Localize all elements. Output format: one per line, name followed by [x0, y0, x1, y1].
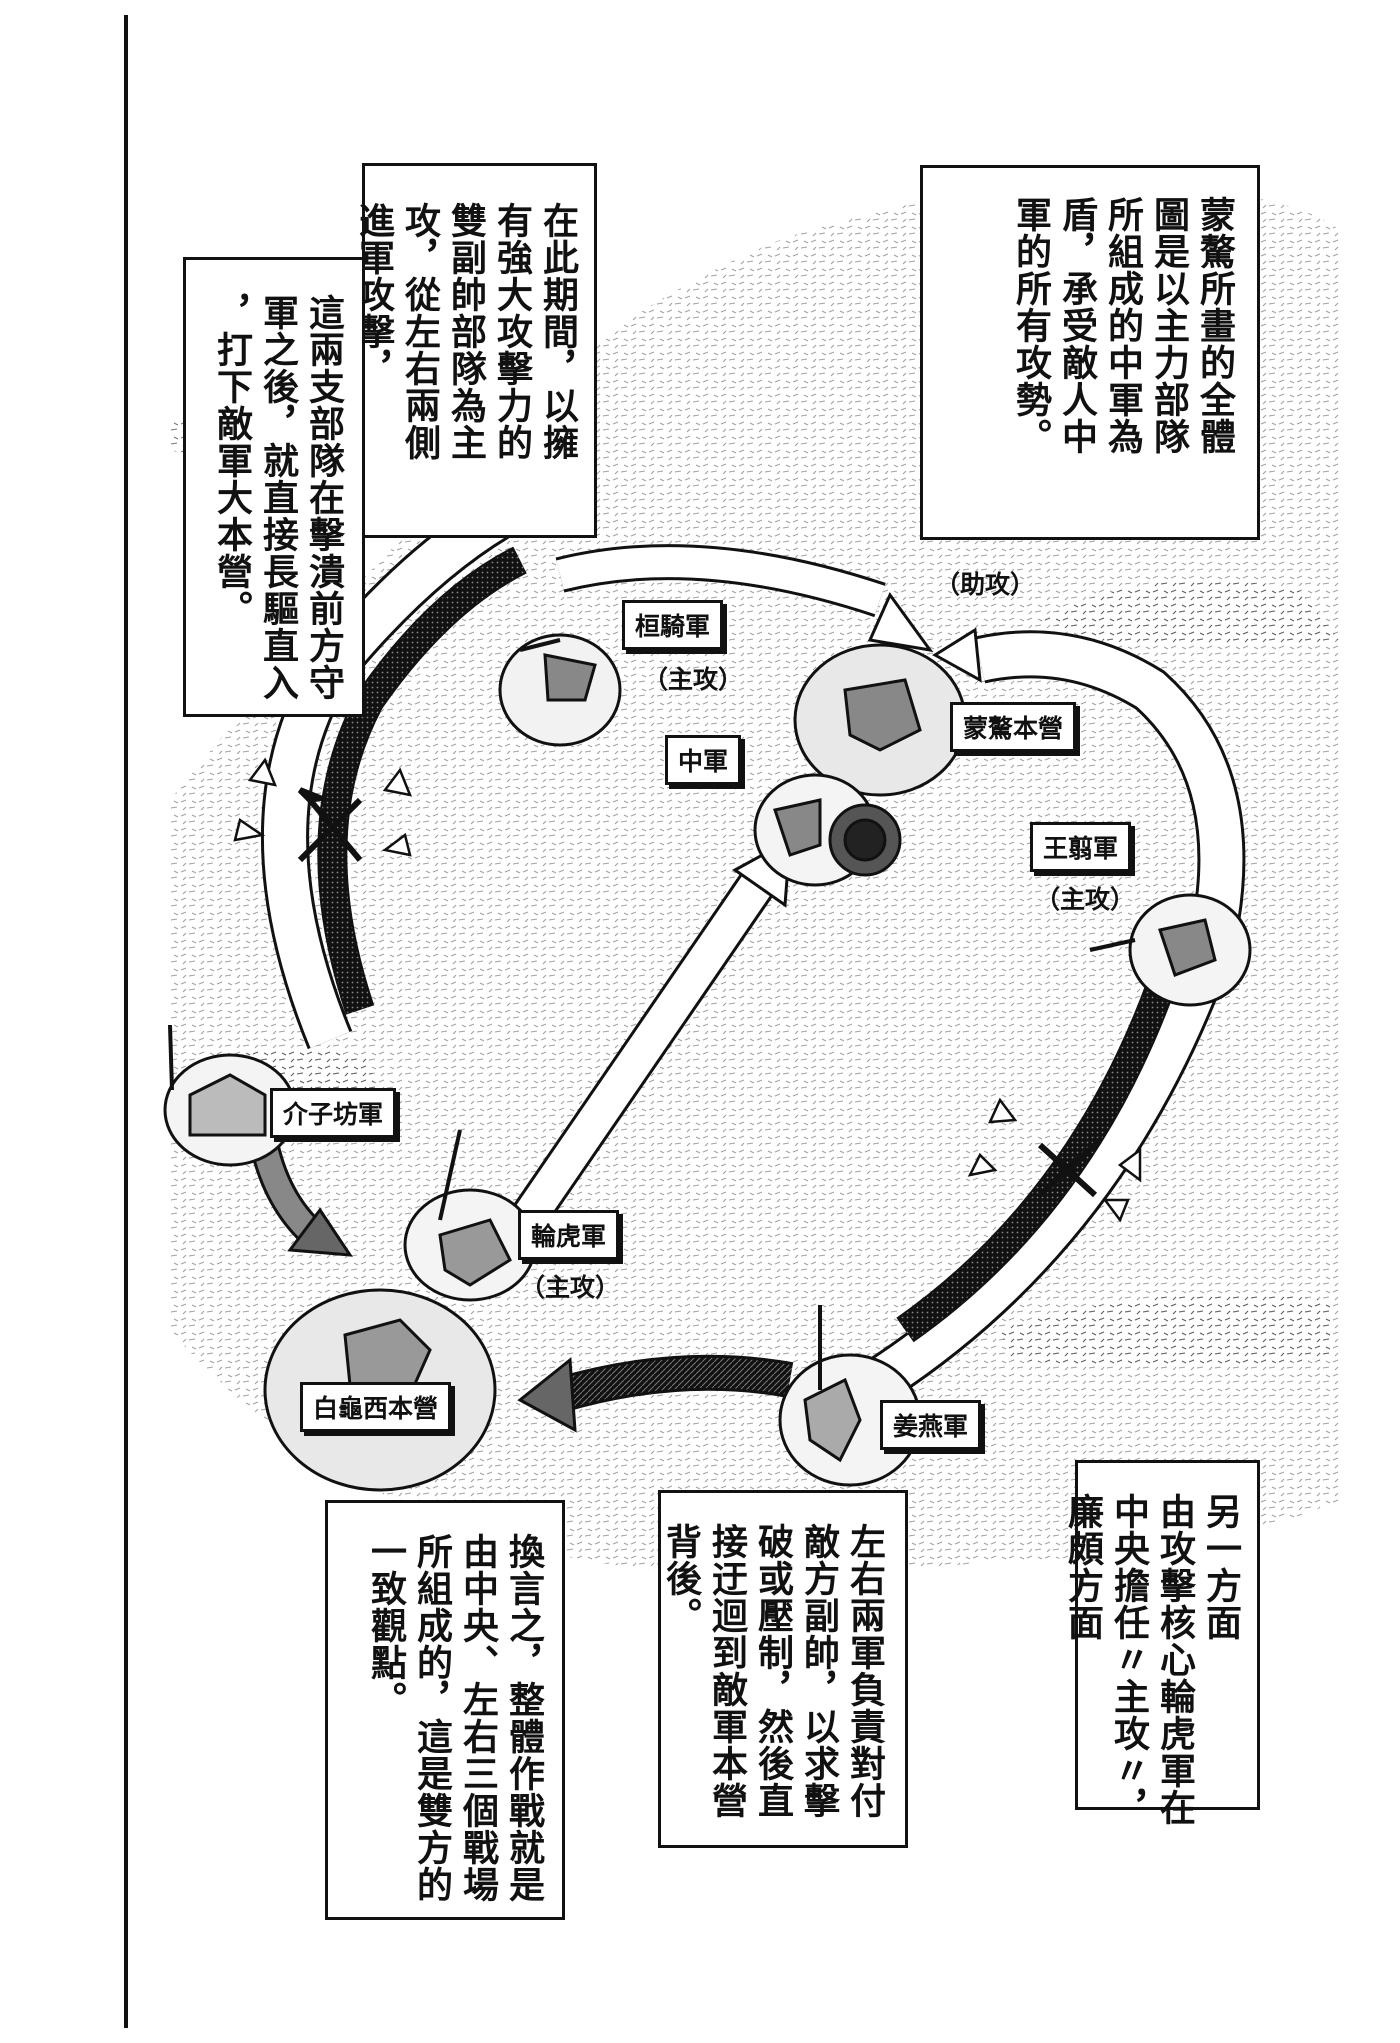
label-mengao-hq: 蒙驁本營 [950, 702, 1077, 752]
label-wangjian-army: 王翦軍 [1030, 822, 1132, 872]
narration-bottom-middle-text: 左右兩軍負責對付 敵方副帥，以求擊 破或壓制，然後直 接迂迴到敵軍本營 背後。 [660, 1523, 885, 1819]
narration-box-top-left-a: 在此期間，以擁 有強大攻擊力的 雙副帥部隊為主 攻，從左右兩側 進軍攻擊， [353, 163, 597, 538]
unit-markers [163, 633, 1252, 1492]
label-baiguixi-hq: 白龜西本營 [300, 1382, 452, 1432]
clash-spikes [233, 757, 1142, 1223]
label-jiangyan-army: 姜燕軍 [880, 1400, 982, 1450]
bottom-return-arrow [517, 1354, 794, 1433]
narration-box-top-left-b: 這兩支部隊在擊潰前方守 軍之後，就直接長驅直入 ，打下敵軍大本營。 [183, 257, 365, 717]
note-wangjian-role: （主攻） [1035, 885, 1136, 914]
narration-bottom-left-text: 換言之，整體作戰就是 由中央、左右三個戰場 所組成的，這是雙方的 一致觀點。 [365, 1533, 544, 1903]
narration-bottom-right-text: 另一方面 由攻擊核心輪虎軍在 中央擔任〃主攻〃， 廉頗方面 [1062, 1493, 1241, 1826]
crossed-spears-icon [297, 787, 1103, 1198]
narration-top-left-a-text: 在此期間，以擁 有強大攻擊力的 雙副帥部隊為主 攻，從左右兩側 進軍攻擊， [353, 202, 578, 461]
label-linhu-army: 輪虎軍 [518, 1210, 620, 1260]
note-assist-attack: （助攻） [935, 570, 1036, 599]
label-central-army: 中軍 [665, 735, 742, 785]
narration-box-bottom-left: 換言之，整體作戰就是 由中央、左右三個戰場 所組成的，這是雙方的 一致觀點。 [325, 1500, 565, 1920]
narration-box-bottom-middle: 左右兩軍負責對付 敵方副帥，以求擊 破或壓制，然後直 接迂迴到敵軍本營 背後。 [658, 1490, 908, 1848]
note-linhu-role: （主攻） [520, 1273, 621, 1302]
note-huanqi-role: （主攻） [643, 665, 744, 694]
narration-top-left-b-text: 這兩支部隊在擊潰前方守 軍之後，就直接長驅直入 ，打下敵軍大本營。 [211, 294, 344, 701]
label-jiezifang-army: 介子坊軍 [270, 1088, 397, 1138]
narration-top-right-text: 蒙驁所畫的全體 圖是以主力部隊 所組成的中軍為 盾，承受敵人中 軍的所有攻勢。 [1010, 196, 1235, 455]
spear-icons [168, 638, 1136, 1390]
label-huanqi-army: 桓騎軍 [622, 600, 724, 650]
narration-box-bottom-right: 另一方面 由攻擊核心輪虎軍在 中央擔任〃主攻〃， 廉頗方面 [1062, 1460, 1260, 1826]
narration-box-top-right: 蒙驁所畫的全體 圖是以主力部隊 所組成的中軍為 盾，承受敵人中 軍的所有攻勢。 [920, 165, 1260, 540]
